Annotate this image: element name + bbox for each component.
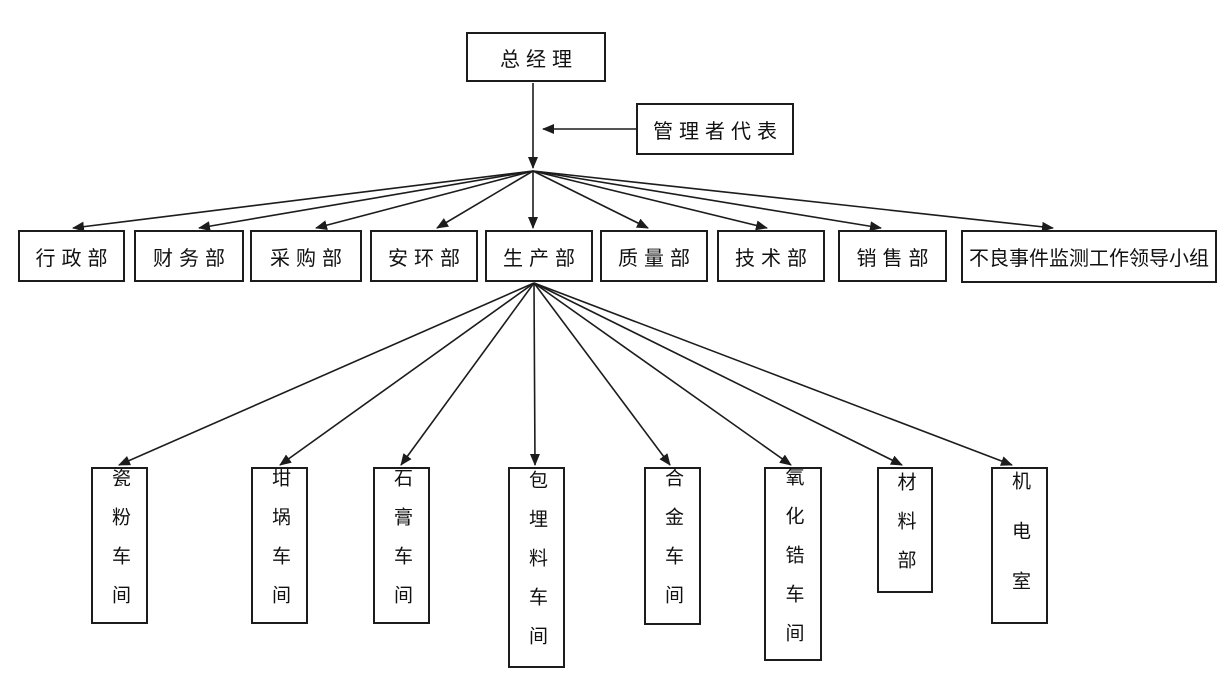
workshop-box-gypsum: 石膏车间: [373, 467, 430, 624]
workshop-box-mechanical-electrical: 机电室: [991, 467, 1048, 624]
arrow-to-finance: [198, 170, 534, 232]
workshop-label: 石膏车间: [391, 467, 413, 624]
workshop-label: 材料部: [894, 471, 917, 589]
dept-box-production: 生产部: [485, 230, 593, 282]
dept-box-technology: 技术部: [717, 230, 825, 282]
dept-box-purchasing: 采购部: [250, 230, 362, 282]
arrow-to-crucible: [279, 282, 535, 466]
arrow-to-alloy: [533, 282, 671, 466]
arrow-to-mechanical-electrical: [533, 282, 1013, 466]
management-rep-box: 管理者代表: [636, 103, 794, 155]
arrow-to-safety-environment: [436, 170, 534, 229]
workshop-box-materials: 材料部: [877, 467, 933, 593]
arrow-to-administration: [72, 170, 534, 232]
dept-box-adverse-event-group: 不良事件监测工作领导小组: [961, 230, 1217, 283]
workshop-box-investment-material: 包埋料车间: [508, 467, 565, 668]
arrow-to-quality: [532, 170, 649, 229]
arrow-to-investment-material: [529, 282, 540, 466]
dept-box-finance: 财务部: [134, 230, 244, 282]
arrow-to-adverse-event-group: [532, 170, 1054, 232]
workshop-label: 机电室: [1009, 470, 1031, 621]
org-root-box: 总经理: [466, 32, 606, 82]
arrow-to-porcelain-powder: [118, 282, 535, 466]
workshop-label: 坩埚车间: [269, 467, 291, 624]
workshop-box-crucible: 坩埚车间: [251, 467, 308, 624]
dept-box-safety-environment: 安环部: [370, 230, 478, 282]
arrow-to-technology: [532, 170, 768, 231]
workshop-box-alloy: 合金车间: [644, 467, 701, 625]
workshop-box-porcelain-powder: 瓷粉车间: [91, 467, 148, 624]
arrow-to-materials: [533, 282, 903, 466]
arrow-to-zirconia: [533, 282, 792, 466]
workshop-label: 瓷粉车间: [109, 467, 131, 624]
arrow-to-purchasing: [315, 170, 534, 231]
workshop-label: 氧化锆车间: [782, 466, 805, 662]
workshop-label: 合金车间: [662, 468, 684, 624]
workshop-label: 包埋料车间: [526, 470, 548, 665]
dept-box-sales: 销售部: [838, 230, 947, 282]
arrow-to-sales: [532, 170, 882, 232]
arrow-to-gypsum: [400, 282, 535, 466]
workshop-box-zirconia: 氧化锆车间: [764, 466, 822, 662]
dept-box-quality: 质量部: [600, 230, 708, 282]
dept-box-administration: 行政部: [18, 230, 125, 282]
